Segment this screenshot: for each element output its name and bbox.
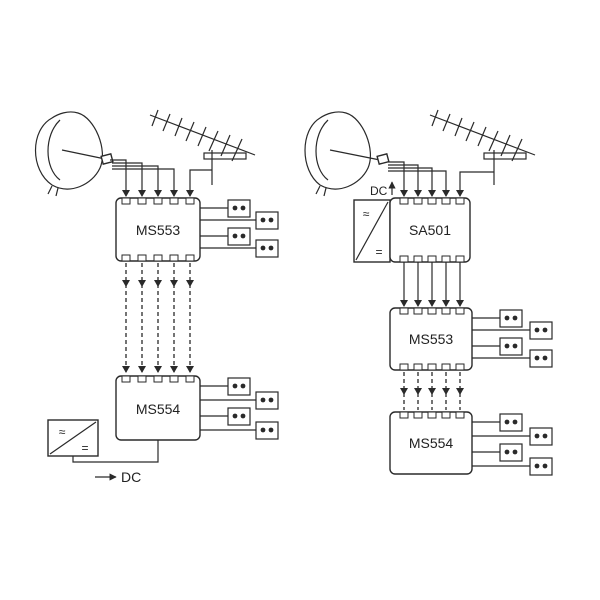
outlet-group-right-bottom: [472, 413, 553, 476]
device-label: MS554: [409, 435, 454, 451]
device-label: MS554: [136, 401, 181, 417]
satellite-dish-icon: [34, 111, 114, 197]
cascade-cables-left: [122, 263, 194, 373]
tv-outlet-icon: [255, 421, 279, 440]
power-supply-left: ≈ = DC: [47, 419, 159, 485]
output-connectors: [121, 254, 195, 262]
dc-symbol: =: [375, 245, 382, 259]
tv-outlet-icon: [227, 377, 251, 396]
outlet-group-left-top: [200, 199, 279, 258]
tv-outlet-icon: [227, 227, 251, 246]
tv-outlet-icon: [529, 349, 553, 368]
input-connectors: [121, 197, 195, 205]
device-label: MS553: [136, 222, 181, 238]
outlet-group-left-bottom: [200, 377, 279, 440]
tv-outlet-icon: [499, 309, 523, 328]
tv-outlet-icon: [499, 443, 523, 462]
tv-outlet-icon: [227, 199, 251, 218]
tv-outlet-icon: [529, 427, 553, 446]
feed-cables: [110, 159, 212, 197]
amplifier-output-cables: [400, 262, 464, 307]
dc-label: DC: [370, 184, 388, 198]
cascade-cables-right: [400, 372, 464, 410]
multiswitch-ms554-right: MS554: [389, 411, 473, 475]
tv-outlet-icon: [255, 211, 279, 230]
dc-label: DC: [121, 469, 141, 485]
power-supply-right: ≈ =: [353, 199, 391, 263]
outlet-group-right-mid: [472, 309, 553, 368]
tv-outlet-icon: [255, 391, 279, 410]
ac-symbol: ≈: [363, 207, 370, 221]
satellite-dish-icon: [304, 111, 390, 197]
multiswitch-ms553-left: MS553: [115, 197, 201, 262]
tv-outlet-icon: [255, 239, 279, 258]
right-system: DC ≈ =: [304, 109, 553, 476]
terrestrial-antenna-icon: [429, 109, 536, 185]
ac-symbol: ≈: [59, 425, 66, 439]
multiswitch-ms553-right: MS553: [389, 307, 473, 371]
tv-outlet-icon: [227, 407, 251, 426]
multiswitch-ms554-left: MS554: [115, 375, 201, 441]
tv-outlet-icon: [529, 457, 553, 476]
left-system: MS553: [34, 109, 279, 485]
device-label: MS553: [409, 331, 454, 347]
terrestrial-antenna-icon: [149, 109, 256, 185]
tv-outlet-icon: [529, 321, 553, 340]
tv-outlet-icon: [499, 413, 523, 432]
tv-outlet-icon: [499, 337, 523, 356]
feed-cables: [388, 161, 494, 197]
device-label: SA501: [409, 222, 451, 238]
dc-symbol: =: [81, 441, 88, 455]
amplifier-sa501: SA501: [389, 197, 471, 263]
